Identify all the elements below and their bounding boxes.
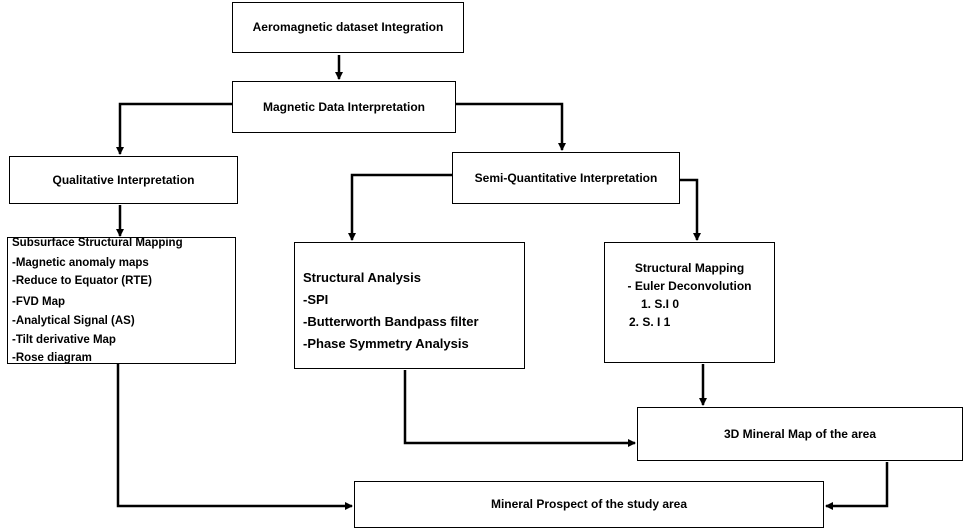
node-3d-mineral-map: 3D Mineral Map of the area (637, 407, 963, 461)
edge-interpretation-to-semi-quantitative (456, 102, 566, 151)
node-title: Structural Analysis (303, 270, 422, 285)
list-item: -FVD Map (12, 296, 66, 308)
list-item: -Butterworth Bandpass filter (303, 314, 479, 329)
list-item: 1. S.I 0 (641, 297, 680, 311)
node-title: Subsurface Structural Mapping (12, 237, 183, 249)
list-item: -SPI (303, 292, 329, 307)
list-item: -Tilt derivative Map (12, 334, 116, 346)
node-label: Mineral Prospect of the study area (490, 497, 688, 511)
list-item: -Magnetic anomaly maps (12, 257, 149, 269)
edge-analysis-to-3d-map (403, 370, 636, 447)
node-title: Structural Mapping (634, 261, 745, 275)
list-item: -Reduce to Equator (RTE) (12, 275, 152, 287)
edge-subsurface-to-prospect (116, 364, 353, 510)
list-item: -Analytical Signal (AS) (12, 315, 135, 327)
list-item: -Phase Symmetry Analysis (303, 336, 469, 351)
node-aeromagnetic-integration: Aeromagnetic dataset Integration (232, 2, 464, 53)
node-subsurface-structural-mapping: Subsurface Structural Mapping -Magnetic … (7, 237, 236, 364)
node-mineral-prospect: Mineral Prospect of the study area (354, 481, 824, 528)
node-label: Semi-Quantitative Interpretation (474, 170, 658, 185)
node-structural-analysis: Structural Analysis -SPI -Butterworth Ba… (294, 242, 525, 369)
edge-interpretation-to-qualitative (116, 102, 232, 155)
node-label: 3D Mineral Map of the area (723, 426, 877, 441)
list-item: 2. S. I 1 (629, 315, 671, 329)
node-qualitative-interpretation: Qualitative Interpretation (9, 156, 238, 204)
node-label: Qualitative Interpretation (52, 172, 195, 187)
node-label: Magnetic Data Interpretation (262, 99, 426, 114)
node-structural-mapping-euler: Structural Mapping - Euler Deconvolution… (604, 242, 775, 363)
edge-semi-quantitative-to-analysis (348, 173, 452, 241)
list-item: - Euler Deconvolution (627, 279, 752, 293)
node-semi-quantitative-interpretation: Semi-Quantitative Interpretation (452, 152, 680, 204)
edge-semi-quantitative-to-euler (680, 178, 701, 241)
list-item: -Rose diagram (12, 352, 92, 364)
node-magnetic-data-interpretation: Magnetic Data Interpretation (232, 81, 456, 133)
edge-3d-map-to-prospect (825, 462, 889, 510)
node-label: Aeromagnetic dataset Integration (252, 20, 444, 34)
